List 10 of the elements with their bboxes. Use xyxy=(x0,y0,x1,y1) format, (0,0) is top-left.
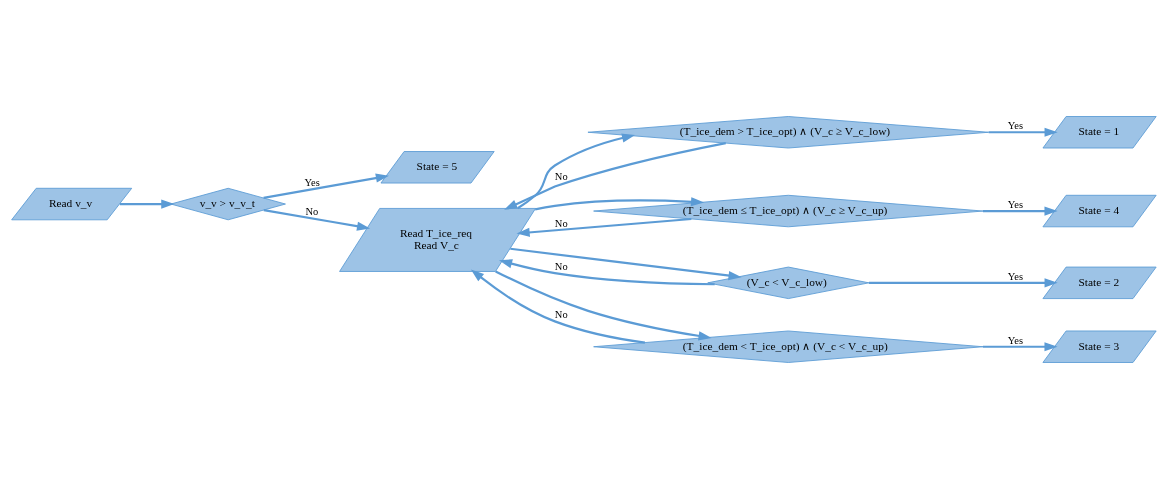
edge-label: No xyxy=(554,170,568,182)
edge-label: Yes xyxy=(1007,198,1024,210)
edge-label: Yes xyxy=(1007,119,1024,131)
edge-label: No xyxy=(554,217,568,229)
edge-label: Yes xyxy=(304,176,320,188)
edge-label: No xyxy=(305,205,319,217)
edge-label: No xyxy=(554,260,568,272)
edge-label: Yes xyxy=(1007,334,1024,346)
edge-label: Yes xyxy=(1007,270,1024,282)
edge-label: No xyxy=(554,308,568,320)
